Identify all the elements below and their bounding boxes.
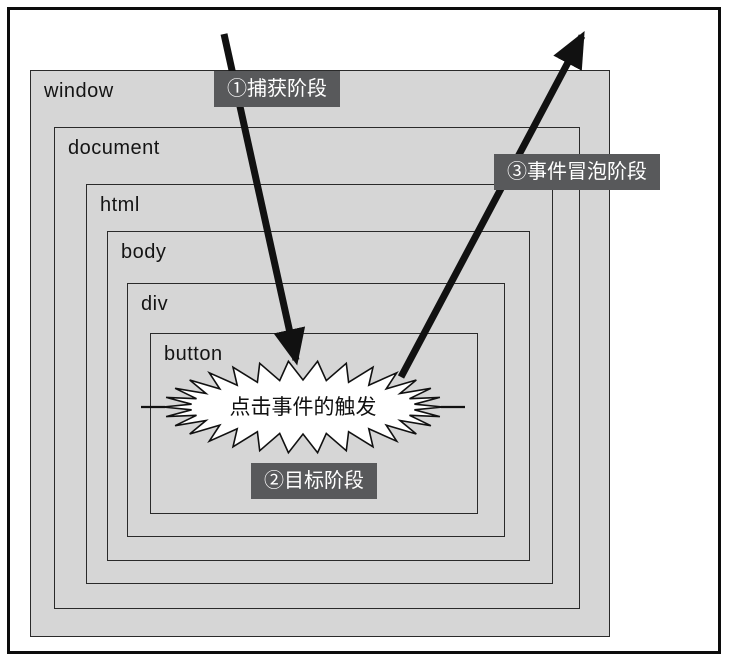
box-html-label: html [100,194,140,216]
bubble-phase-badge: ③事件冒泡阶段 [494,154,660,190]
target-phase-badge: ②目标阶段 [251,463,377,499]
box-document-label: document [68,137,160,159]
box-button-label: button [164,343,223,365]
capture-phase-badge: ①捕获阶段 [214,71,340,107]
box-body-label: body [121,241,167,263]
box-window-label: window [44,80,114,102]
box-div-label: div [141,293,169,315]
